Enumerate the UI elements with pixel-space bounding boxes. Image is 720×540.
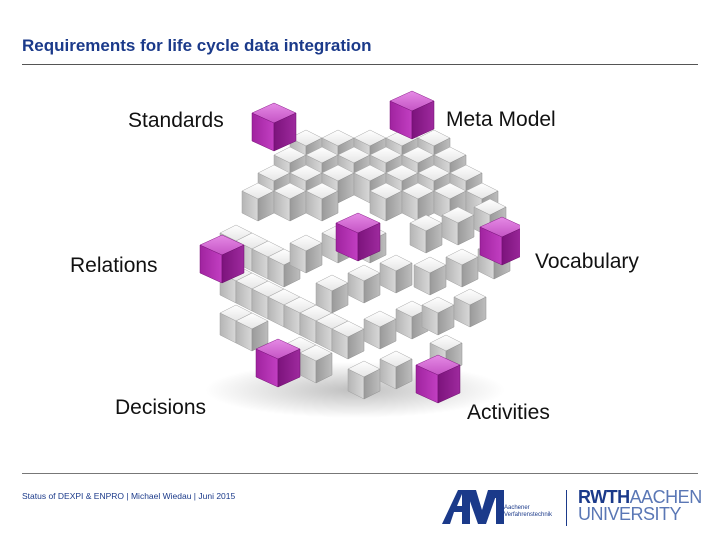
relations-cube (199, 234, 245, 284)
rwth-logo: RWTHAACHEN UNIVERSITY (578, 487, 703, 524)
rwth-bold-text: RWTH (578, 487, 630, 507)
rwth-light-text: AACHEN (629, 487, 703, 507)
avt-subtitle-line2: Verfahrenstechnik (504, 512, 553, 518)
cube-cluster-illustration (199, 90, 520, 418)
footer-divider (22, 473, 698, 474)
label-vocabulary: Vocabulary (535, 250, 639, 273)
label-activities: Activities (467, 401, 550, 424)
rwth-university-text: UNIVERSITY (578, 504, 682, 524)
footer-text: Status of DEXPI & ENPRO | Michael Wiedau… (22, 491, 236, 501)
avt-subtitle: Aachener Verfahrenstechnik (504, 505, 552, 519)
meta-model-cube (389, 90, 435, 140)
logo-divider (566, 490, 567, 526)
slide-title: Requirements for life cycle data integra… (22, 36, 372, 55)
vocabulary-cube (479, 216, 520, 266)
label-meta-model: Meta Model (446, 108, 556, 131)
avt-subtitle-line1: Aachener (504, 505, 530, 511)
avt-logo (442, 490, 504, 524)
center-cube (335, 212, 381, 262)
title-divider (22, 64, 698, 65)
activities-cube (415, 354, 461, 404)
decisions-cube (255, 338, 301, 388)
label-relations: Relations (70, 254, 158, 277)
standards-cube (251, 102, 297, 152)
label-decisions: Decisions (115, 396, 207, 419)
label-standards: Standards (128, 109, 224, 132)
